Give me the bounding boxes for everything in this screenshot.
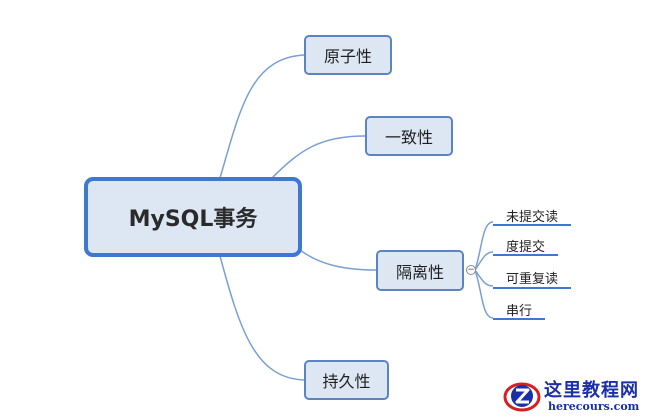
connector-root-durability — [219, 255, 305, 381]
node-isolation[interactable]: 隔离性 — [376, 250, 464, 291]
watermark-logo-icon — [503, 382, 541, 412]
root-node-mysql-transaction[interactable]: MySQL事务 — [84, 177, 302, 257]
leaf-underline — [493, 224, 571, 226]
connector-isolation-leaf-1 — [474, 221, 494, 271]
leaf-underline — [493, 318, 545, 320]
node-atomicity-label: 原子性 — [323, 47, 372, 66]
node-consistency-label: 一致性 — [384, 128, 433, 147]
watermark-title: 这里教程网 — [544, 380, 639, 401]
connector-isolation-leaf-4 — [474, 269, 494, 319]
leaf-serializable[interactable]: 串行 — [506, 304, 533, 319]
root-node-label: MySQL事务 — [128, 207, 258, 232]
leaf-repeatable-read[interactable]: 可重复读 — [506, 272, 559, 287]
leaf-read-uncommitted[interactable]: 未提交读 — [506, 210, 559, 225]
node-consistency[interactable]: 一致性 — [365, 116, 453, 156]
node-durability-label: 持久性 — [322, 372, 371, 391]
connector-isolation-leaf-3 — [474, 269, 494, 287]
leaf-read-committed[interactable]: 度提交 — [506, 240, 546, 255]
watermark-url: herecours.com — [548, 400, 640, 413]
connector-isolation-leaf-2 — [474, 251, 494, 271]
leaf-underline — [493, 287, 571, 289]
connector-root-consistency — [271, 135, 366, 179]
node-isolation-label: 隔离性 — [395, 262, 444, 282]
node-atomicity[interactable]: 原子性 — [304, 35, 392, 75]
connector-root-atomicity — [219, 54, 305, 179]
leaf-underline — [493, 254, 558, 256]
watermark: 这里教程网 herecours.com — [500, 374, 648, 417]
node-durability[interactable]: 持久性 — [304, 360, 389, 400]
connector-root-isolation — [299, 249, 377, 271]
collapse-toggle-icon[interactable]: − — [466, 265, 476, 275]
